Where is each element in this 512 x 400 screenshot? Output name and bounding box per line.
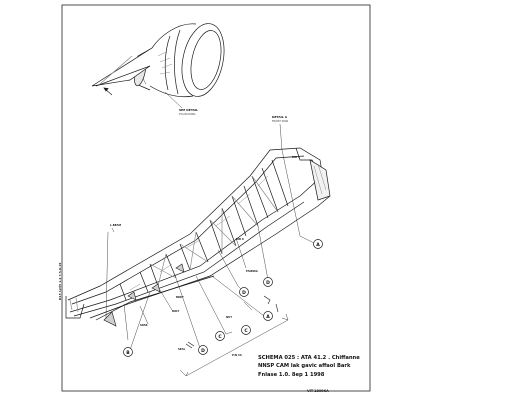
side-vertical-note: D15 1235 1.2 7.5.0-19	[58, 262, 62, 300]
detail-note-sub: FRONT SPAR	[272, 119, 289, 123]
engine-note-sub: PYLON-WING	[179, 112, 196, 116]
title-line-2: NNSP CAM lak gavic affaol Bark	[258, 363, 351, 370]
callout-c-left	[215, 331, 225, 341]
callout-bubbles	[123, 239, 323, 357]
callout-letters: A D D A C C D B	[126, 242, 320, 356]
callout-letter-c1: C	[244, 328, 248, 334]
drawing-code: VIT-1809KA	[307, 389, 329, 393]
detail-note-title: DETAIL A	[272, 115, 288, 119]
label-low3: SPAR	[140, 323, 148, 327]
label-mid2: FAIRING	[246, 269, 258, 273]
label-low2: BOLT	[172, 309, 179, 313]
hardware-parts	[103, 263, 279, 349]
callout-c-right	[241, 325, 251, 335]
callout-a-lower	[263, 311, 273, 321]
label-low5: P/N 3A	[232, 353, 242, 357]
label-left-top: L-BEAM	[110, 223, 121, 227]
callout-d-upper	[263, 277, 273, 287]
leader-lines	[105, 149, 317, 377]
label-low6: SEAL	[178, 347, 186, 351]
wing-box-structure	[65, 147, 331, 321]
callout-letter-c2: C	[218, 334, 222, 340]
label-mid1: RIB 8	[236, 237, 244, 241]
callout-d-low	[198, 345, 208, 355]
title-block: SCHEMA 025 : ATA 41.2 . Chiffanne NNSP C…	[258, 354, 360, 379]
engine-note-title: SEE DETAIL	[179, 108, 198, 112]
label-low4: NUT	[226, 315, 232, 319]
callout-letter-b: B	[126, 350, 130, 356]
part-labels: L-BEAM RIB 4 RIB 8 FAIRING BRKT BOLT SPA…	[110, 155, 300, 357]
title-line-1: SCHEMA 025 : ATA 41.2 . Chiffanne	[258, 355, 360, 361]
callout-letter-d1: D	[266, 280, 270, 286]
callout-b	[123, 347, 133, 357]
callout-d-mid	[239, 287, 249, 297]
sheet-border	[61, 4, 371, 392]
title-line-3: Fnlase 1.0. 8ep 1 1998	[258, 371, 325, 378]
callout-a-upper	[313, 239, 323, 249]
label-spar: RIB 4	[292, 155, 300, 159]
callout-letter-d3: D	[201, 348, 205, 354]
callout-letter-a1: A	[316, 242, 320, 248]
callout-letter-d2: D	[242, 290, 246, 296]
label-low1: BRKT	[176, 295, 184, 299]
callout-letter-a2: A	[266, 314, 270, 320]
engine-nacelle-illustration	[91, 23, 225, 109]
detail-note-leader	[279, 123, 283, 151]
